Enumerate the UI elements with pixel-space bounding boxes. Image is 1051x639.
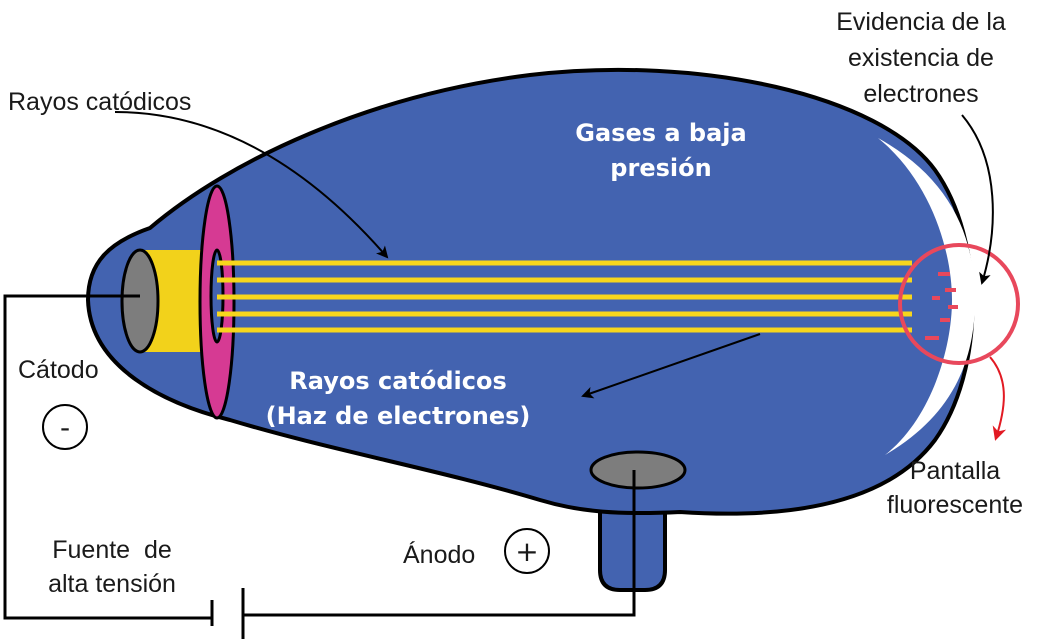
evidence-arrow: [961, 114, 994, 285]
anode-disc: [589, 450, 687, 490]
label-haz-line2: (Haz de electrones): [266, 402, 531, 430]
evidence-highlight-circle: [898, 243, 1020, 365]
label-fuente-line1: Fuente de: [52, 536, 172, 564]
fluorescent-screen: [878, 138, 975, 455]
label-anodo: Ánodo: [403, 540, 475, 569]
impact-marks: [925, 272, 958, 340]
label-evidencia-line1: Evidencia de la: [836, 8, 1006, 36]
label-evidencia-line2: existencia de: [848, 44, 994, 72]
screen-arrow: [989, 356, 1007, 441]
electron-beam: [217, 260, 912, 333]
label-rayos-catodicos: Rayos catódicos: [8, 88, 191, 116]
label-evidencia-line3: electrones: [863, 80, 978, 108]
label-haz-line1: Rayos catódicos: [289, 367, 507, 395]
anode-sign-circle: [504, 528, 550, 574]
cathode-sign-circle: [42, 404, 88, 450]
label-fuente-line2: alta tensión: [48, 570, 176, 598]
label-catodo-sign: -: [60, 411, 70, 444]
label-gases-line2: presión: [610, 154, 711, 182]
label-pantalla-line1: Pantalla: [910, 457, 1000, 485]
cathode-rays-arrow: [114, 111, 389, 259]
beam-direction-arrow: [581, 333, 761, 399]
glass-tube: [85, 67, 975, 516]
circuit-wires: [3, 294, 636, 639]
cathode-disc: [120, 248, 160, 354]
label-pantalla-line2: fluorescente: [887, 491, 1023, 519]
label-gases-line1: Gases a baja: [575, 119, 746, 147]
label-catodo: Cátodo: [18, 356, 99, 384]
label-anodo-sign: +: [515, 535, 538, 568]
